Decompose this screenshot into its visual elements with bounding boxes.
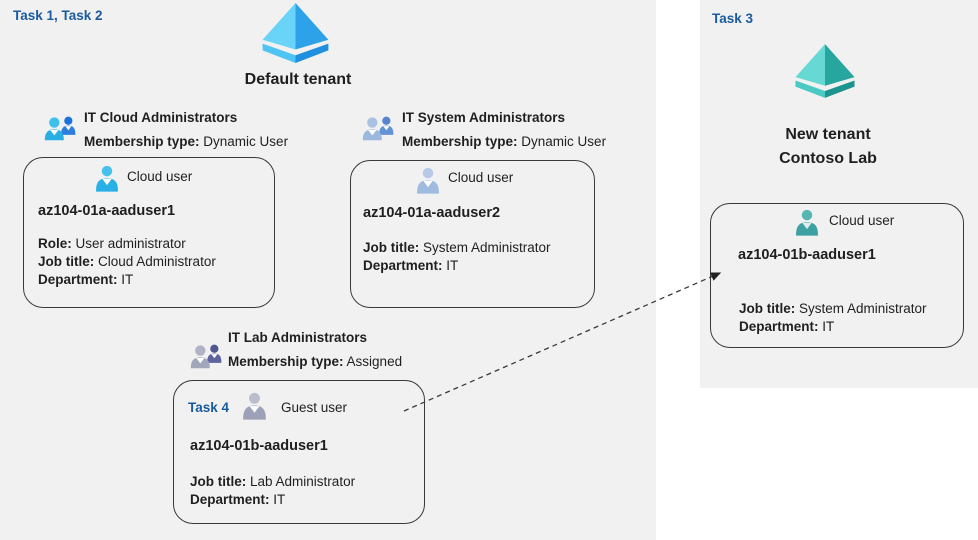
role-label: Role: bbox=[38, 236, 72, 251]
new-tenant-title-line2: Contoso Lab bbox=[779, 150, 877, 167]
cloud-user-icon bbox=[96, 165, 118, 192]
job-title-line: Job title: System Administrator bbox=[363, 239, 551, 257]
new-tenant-title-line1: New tenant bbox=[785, 126, 871, 143]
cloud-user-box-1 bbox=[23, 157, 275, 308]
department-value: IT bbox=[273, 492, 286, 507]
user-name: az104-01b-aaduser1 bbox=[190, 438, 328, 454]
membership-value: Dynamic User bbox=[521, 134, 607, 149]
job-title-label: Job title: bbox=[363, 240, 420, 255]
department-label: Department: bbox=[190, 492, 270, 507]
task-1-2-label: Task 1, Task 2 bbox=[13, 8, 103, 23]
membership-value: Assigned bbox=[346, 354, 403, 369]
group-membership: Membership type: Dynamic User bbox=[402, 134, 606, 149]
department-line: Department: IT bbox=[190, 491, 355, 509]
group-name: IT Cloud Administrators bbox=[84, 110, 238, 125]
task-4-label: Task 4 bbox=[188, 400, 230, 415]
membership-value: Dynamic User bbox=[203, 134, 289, 149]
job-title-label: Job title: bbox=[38, 254, 95, 269]
group-people-icon bbox=[44, 116, 76, 141]
department-value: IT bbox=[446, 258, 459, 273]
department-label: Department: bbox=[739, 319, 819, 334]
user-type-label: Cloud user bbox=[127, 169, 193, 184]
user-name: az104-01a-aaduser2 bbox=[363, 205, 501, 221]
department-line: Department: IT bbox=[739, 318, 927, 336]
task-3-label: Task 3 bbox=[712, 11, 754, 26]
user-details: Job title: System Administrator Departme… bbox=[739, 300, 927, 336]
user-type-label: Cloud user bbox=[448, 170, 514, 185]
user-type-label: Guest user bbox=[281, 400, 348, 415]
group-membership: Membership type: Dynamic User bbox=[84, 134, 288, 149]
job-title-value: System Administrator bbox=[799, 301, 927, 316]
default-tenant-panel bbox=[0, 0, 656, 540]
user-details: Job title: System Administrator Departme… bbox=[363, 239, 551, 275]
group-name: IT Lab Administrators bbox=[228, 330, 368, 345]
membership-label: Membership type: bbox=[228, 354, 344, 369]
department-label: Department: bbox=[38, 272, 118, 287]
user-details: Job title: Lab Administrator Department:… bbox=[190, 473, 355, 509]
membership-label: Membership type: bbox=[84, 134, 200, 149]
job-title-line: Job title: Lab Administrator bbox=[190, 473, 355, 491]
azure-ad-tenant-icon bbox=[262, 3, 329, 63]
job-title-value: System Administrator bbox=[423, 240, 551, 255]
job-title-line: Job title: Cloud Administrator bbox=[38, 253, 216, 271]
role-value: User administrator bbox=[75, 236, 186, 251]
job-title-line: Job title: System Administrator bbox=[739, 300, 927, 318]
job-title-label: Job title: bbox=[190, 474, 247, 489]
department-value: IT bbox=[121, 272, 134, 287]
default-tenant-title: Default tenant bbox=[244, 71, 352, 88]
group-name: IT System Administrators bbox=[402, 110, 566, 125]
job-title-value: Cloud Administrator bbox=[98, 254, 216, 269]
cloud-user-icon-teal bbox=[796, 209, 818, 236]
user-name: az104-01a-aaduser1 bbox=[38, 203, 176, 219]
job-title-value: Lab Administrator bbox=[250, 474, 356, 489]
role-line: Role: User administrator bbox=[38, 235, 216, 253]
membership-label: Membership type: bbox=[402, 134, 518, 149]
job-title-label: Job title: bbox=[739, 301, 796, 316]
department-line: Department: IT bbox=[363, 257, 551, 275]
group-people-icon bbox=[190, 344, 222, 369]
user-details: Role: User administrator Job title: Clou… bbox=[38, 235, 216, 289]
department-line: Department: IT bbox=[38, 271, 216, 289]
azure-ad-tenant-icon-teal bbox=[795, 44, 855, 98]
cloud-user-icon bbox=[417, 167, 439, 194]
user-name: az104-01b-aaduser1 bbox=[738, 247, 876, 263]
group-membership: Membership type: Assigned bbox=[228, 354, 402, 369]
guest-user-box bbox=[173, 380, 425, 524]
group-people-icon bbox=[362, 116, 394, 141]
guest-user-icon bbox=[243, 392, 266, 420]
user-type-label: Cloud user bbox=[829, 213, 895, 228]
department-value: IT bbox=[822, 319, 835, 334]
department-label: Department: bbox=[363, 258, 443, 273]
